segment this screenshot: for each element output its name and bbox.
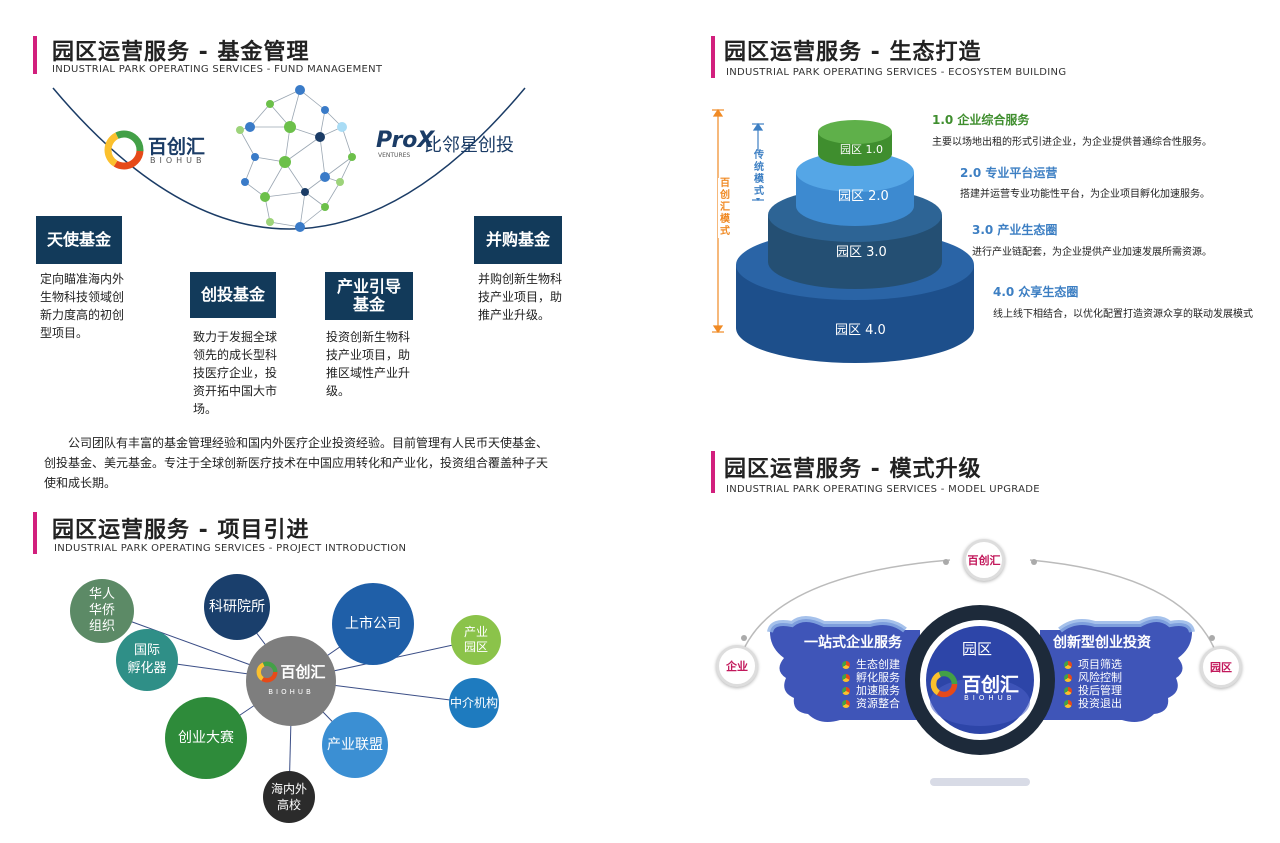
project-connectors bbox=[101, 606, 477, 798]
center-logo-sub: BIOHUB bbox=[268, 688, 314, 696]
node-overseas-chinese: 华人 华侨 组织 bbox=[70, 579, 134, 643]
right-cloud-item: 项目筛选 bbox=[1064, 658, 1122, 671]
eco-outer-label: 百 创 汇 模 式 bbox=[718, 178, 732, 238]
bullet-icon bbox=[842, 687, 850, 695]
fund-title: 园区运营服务 - 基金管理 bbox=[52, 40, 310, 65]
bullet-icon bbox=[842, 674, 850, 682]
prox-logo-text: 比邻星创投 bbox=[424, 135, 514, 156]
model-subtitle: INDUSTRIAL PARK OPERATING SERVICES - MOD… bbox=[726, 484, 1040, 495]
node-startup-contest: 创业大赛 bbox=[165, 697, 247, 779]
left-cloud-item: 孵化服务 bbox=[842, 671, 900, 684]
bullet-icon bbox=[1064, 700, 1072, 708]
guide-fund-label: 产业引导 基金 bbox=[336, 276, 401, 314]
tier-1-label: 园区 1.0 bbox=[840, 143, 883, 156]
right-cloud-title: 创新型创业投资 bbox=[1053, 635, 1151, 651]
node-industrial-park: 产业 园区 bbox=[451, 615, 501, 665]
model-orbit bbox=[739, 559, 1219, 786]
layer-4-desc: 线上线下相结合，以优化配置打造资源众享的联动发展模式 bbox=[993, 309, 1253, 320]
fund-arc bbox=[52, 87, 526, 230]
right-cloud-item: 投后管理 bbox=[1064, 684, 1122, 697]
fund-subtitle: INDUSTRIAL PARK OPERATING SERVICES - FUN… bbox=[52, 64, 383, 75]
left-cloud-item: 加速服务 bbox=[842, 684, 900, 697]
layer-1-head: 1.0 企业综合服务 bbox=[932, 113, 1030, 127]
node-biohub: 百创汇 bbox=[963, 539, 1005, 581]
biohub-logo-icon bbox=[930, 670, 958, 698]
biohub-logo-text: 百创汇 bbox=[148, 136, 206, 158]
biohub-logo-icon bbox=[257, 661, 278, 683]
bullet-icon bbox=[1064, 687, 1072, 695]
eco-title-bar bbox=[711, 36, 715, 78]
node-universities: 海内外 高校 bbox=[263, 771, 315, 823]
layer-4-head: 4.0 众享生态圈 bbox=[993, 285, 1079, 299]
model-center-label: 园区 bbox=[962, 640, 993, 658]
node-research-institute: 科研院所 bbox=[204, 574, 270, 640]
node-park: 园区 bbox=[1200, 646, 1242, 688]
layer-1-desc: 主要以场地出租的形式引进企业，为企业提供普通综合性服务。 bbox=[932, 137, 1212, 148]
fund-paragraph: 公司团队有丰富的基金管理经验和国内外医疗企业投资经验。目前管理有人民币天使基金、… bbox=[44, 436, 549, 490]
node-agency: 中介机构 bbox=[449, 678, 499, 728]
prox-logo: ProX VENTURES 比邻星创投 bbox=[376, 128, 536, 164]
vc-fund-label: 创投基金 bbox=[200, 284, 265, 304]
tier-2-label: 园区 2.0 bbox=[838, 189, 889, 204]
node-intl-incubator: 国际 孵化器 bbox=[116, 629, 178, 691]
bullet-icon bbox=[842, 700, 850, 708]
layer-2-desc: 搭建并运营专业功能性平台，为企业项目孵化加速服务。 bbox=[960, 189, 1210, 200]
ma-fund-label: 并购基金 bbox=[485, 229, 550, 249]
prox-logo-mark: ProX bbox=[376, 128, 435, 153]
tier-4-label: 园区 4.0 bbox=[835, 323, 886, 338]
angel-fund-box: 天使基金 bbox=[36, 216, 122, 264]
eco-pyramid bbox=[712, 108, 974, 363]
bullet-icon bbox=[1064, 661, 1072, 669]
left-cloud-item: 资源整合 bbox=[842, 697, 900, 710]
biohub-logo-sub: BIOHUB bbox=[150, 156, 206, 165]
guide-fund-box: 产业引导 基金 bbox=[325, 272, 413, 320]
node-enterprise: 企业 bbox=[716, 645, 758, 687]
right-cloud-item: 风险控制 bbox=[1064, 671, 1122, 684]
model-logo-text: 百创汇 bbox=[962, 674, 1020, 696]
biohub-logo-icon bbox=[104, 130, 144, 170]
left-cloud-title: 一站式企业服务 bbox=[804, 635, 902, 651]
model-center-logo: 百创汇 BIOHUB bbox=[930, 668, 1030, 708]
eco-subtitle: INDUSTRIAL PARK OPERATING SERVICES - ECO… bbox=[726, 67, 1067, 78]
biohub-logo: 百创汇 BIOHUB bbox=[104, 130, 224, 172]
ma-fund-desc: 并购创新生物科技产业项目，助推产业升级。 bbox=[478, 272, 563, 322]
angel-fund-desc: 定向瞄准海内外生物科技领域创新力度高的初创型项目。 bbox=[40, 272, 125, 340]
vc-fund-box: 创投基金 bbox=[190, 272, 276, 318]
layer-2-head: 2.0 专业平台运营 bbox=[960, 166, 1058, 180]
project-title: 园区运营服务 - 项目引进 bbox=[52, 518, 310, 543]
model-logo-sub: BIOHUB bbox=[964, 694, 1016, 702]
node-industry-alliance: 产业联盟 bbox=[322, 712, 388, 778]
right-cloud-item: 投资退出 bbox=[1064, 697, 1122, 710]
fund-title-bar bbox=[33, 36, 37, 74]
project-title-bar bbox=[33, 512, 37, 554]
ma-fund-box: 并购基金 bbox=[474, 216, 562, 264]
network-brain-icon bbox=[236, 85, 356, 232]
layer-3-head: 3.0 产业生态圈 bbox=[972, 223, 1058, 237]
project-subtitle: INDUSTRIAL PARK OPERATING SERVICES - PRO… bbox=[54, 543, 407, 554]
layer-3-desc: 进行产业链配套，为企业提供产业加速发展所需资源。 bbox=[972, 247, 1212, 258]
angel-fund-label: 天使基金 bbox=[46, 229, 111, 249]
bullet-icon bbox=[1064, 674, 1072, 682]
node-listed-company: 上市公司 bbox=[332, 583, 414, 665]
eco-title: 园区运营服务 - 生态打造 bbox=[724, 40, 982, 65]
eco-inner-label: 传 统 模 式 bbox=[752, 150, 766, 198]
model-title: 园区运营服务 - 模式升级 bbox=[724, 457, 982, 482]
vc-fund-desc: 致力于发掘全球领先的成长型科技医疗企业，投资开拓中国大市场。 bbox=[193, 330, 278, 416]
biohub-center-node: 百创汇 BIOHUB bbox=[246, 636, 336, 726]
center-logo-text: 百创汇 bbox=[280, 663, 326, 681]
left-cloud-list: 生态创建 孵化服务 加速服务 资源整合 bbox=[842, 658, 900, 710]
guide-fund-desc: 投资创新生物科技产业项目，助推区域性产业升级。 bbox=[326, 330, 411, 398]
prox-logo-sub: VENTURES bbox=[378, 152, 411, 159]
bullet-icon bbox=[842, 661, 850, 669]
model-title-bar bbox=[711, 451, 715, 493]
left-cloud-item: 生态创建 bbox=[842, 658, 900, 671]
tier-3-label: 园区 3.0 bbox=[836, 245, 887, 260]
right-cloud-list: 项目筛选 风险控制 投后管理 投资退出 bbox=[1064, 658, 1122, 710]
